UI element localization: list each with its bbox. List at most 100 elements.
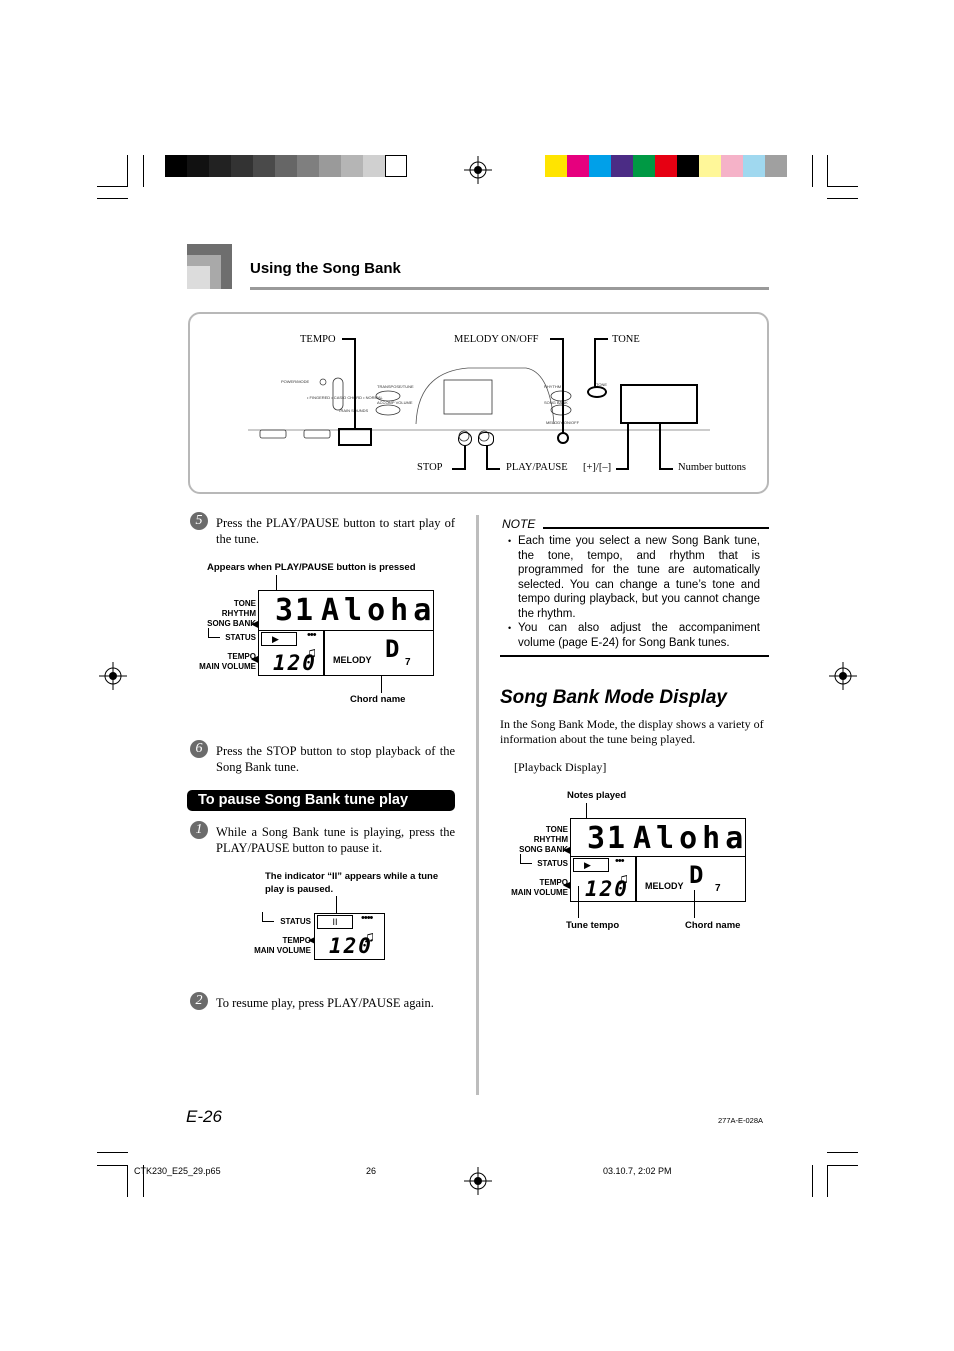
note-rule: [543, 527, 769, 529]
lcd1-top-panel: 31 Aloha Oe: [258, 590, 434, 663]
lcd2-melody: MELODY: [645, 881, 684, 891]
transpose-text: TRANSPOSE/TUNE: [377, 384, 414, 389]
leader-number-h: [659, 468, 673, 470]
lcd-pause-status-box: II: [317, 915, 353, 929]
registration-mark-top: [464, 156, 492, 184]
accomp-text: ACCOMP VOLUME: [377, 400, 413, 405]
note-title: NOTE: [502, 517, 536, 531]
color-swatch: [743, 155, 765, 177]
tone-tiny-text: TONE: [596, 382, 608, 387]
lcd2-tempo-value: 120: [585, 877, 629, 901]
pause-step-2-text: To resume play, press PLAY/PAUSE again.: [216, 996, 434, 1010]
lcd2-beat-dots: •••: [615, 855, 625, 867]
color-swatch: [765, 155, 787, 177]
play-button-highlight: [478, 432, 494, 446]
lcd1-chord-sub: 7: [405, 657, 411, 668]
leader-number: [659, 424, 661, 470]
lcd2-status-box: ▶: [573, 858, 609, 872]
color-swatch: [611, 155, 633, 177]
lcd1-label-tone: TONE: [233, 599, 256, 608]
registration-mark-right: [829, 662, 857, 690]
gray-swatch: [231, 155, 253, 177]
lcd1-bottom-right: MELODY D 7: [324, 630, 434, 676]
label-stop: STOP: [417, 462, 443, 473]
gray-swatch: [297, 155, 319, 177]
footer-file: CTK230_E25_29.p65: [134, 1166, 221, 1176]
step-6-number: 6: [190, 740, 208, 758]
lcd1-status-box: ▶: [261, 632, 297, 646]
lcd1-song-number: 31: [275, 593, 316, 628]
label-play-pause: PLAY/PAUSE: [506, 462, 568, 473]
leader-stop: [464, 446, 466, 470]
gray-swatch: [385, 155, 407, 177]
leader-melody: [562, 338, 564, 434]
color-swatch: [699, 155, 721, 177]
songbank-text: SONG BANK: [544, 400, 568, 405]
lcd2-caption-right: Chord name: [685, 920, 741, 931]
gray-swatch: [319, 155, 341, 177]
lcd-pause-indicator-arrow: ◀: [308, 935, 316, 946]
lcd2-indicator-arrow-2: ◀: [563, 880, 571, 891]
doc-code: 277A-E-028A: [718, 1116, 764, 1125]
color-swatch: [655, 155, 677, 177]
metronome-icon-pause: ♫: [363, 929, 375, 946]
lcd2-bottom-left: ▶ ••• 120 ♫: [570, 855, 636, 902]
color-swatch: [721, 155, 743, 177]
leader-plusminus-h: [616, 468, 629, 470]
lcd-pause-panel: II •••• 120 ♫: [314, 912, 385, 960]
playback-display-label: [Playback Display]: [514, 760, 607, 774]
lcd1-label-tempo: TEMPO: [227, 652, 256, 661]
registration-mark-bottom: [464, 1167, 492, 1195]
number-buttons-highlight: [620, 384, 698, 424]
keyboard-panel-diagram: POWER/MODE • FINGERED • CASIO CHORD • NO…: [188, 312, 769, 494]
leader-melody-h: [550, 338, 564, 340]
label-tempo: TEMPO: [300, 334, 336, 345]
pause-status-bracket-v: [262, 912, 263, 922]
gray-swatch: [253, 155, 275, 177]
lcd2-status-bracket-v: [520, 854, 521, 864]
lcd1-label-rhythm: RHYTHM: [221, 609, 256, 618]
color-swatch: [567, 155, 589, 177]
gray-swatch: [187, 155, 209, 177]
lcd2-label-rhythm: RHYTHM: [533, 835, 568, 844]
lcd2-caption-top: Notes played: [567, 790, 627, 801]
lcd2-bottom-right: MELODY D 7: [636, 856, 746, 902]
lcd2-chord-sub: 7: [715, 883, 721, 894]
lcd-pause-caption: The indicator “II” appears while a tune …: [265, 871, 439, 895]
color-swatch: [589, 155, 611, 177]
step-5-number: 5: [190, 512, 208, 530]
color-swatch: [545, 155, 567, 177]
pause-status-bracket-h: [262, 921, 274, 922]
lcd2-label-tempo: TEMPO: [539, 878, 568, 887]
leader-tone: [594, 338, 596, 388]
lcd1-chord-leader: [381, 676, 382, 693]
lcd-pause-tempo-value: 120: [329, 934, 373, 958]
pause-section-title: To pause Song Bank tune play: [187, 790, 455, 811]
pause-step-1-number: 1: [190, 821, 208, 839]
mode-section-intro: In the Song Bank Mode, the display shows…: [500, 717, 764, 746]
lcd2-chord: D: [689, 861, 706, 889]
lcd-pause-beat-dots: ••••: [361, 912, 373, 924]
color-swatch: [677, 155, 699, 177]
lcd1-caption-top: Appears when PLAY/PAUSE button is presse…: [207, 562, 416, 573]
gray-swatch: [209, 155, 231, 177]
lcd1-caption-bottom: Chord name: [350, 694, 406, 705]
gray-swatch: [165, 155, 187, 177]
lcd1-beat-dots: •••: [307, 629, 317, 641]
panel-drawing: [248, 367, 710, 442]
lcd1-melody: MELODY: [333, 655, 372, 665]
lcd1-label-status: STATUS: [225, 633, 256, 642]
lcd2-tempo-leader: [578, 886, 579, 918]
status-bracket-h: [208, 637, 220, 638]
gray-swatch: [341, 155, 363, 177]
note-box: NOTE Each time you select a new Song Ban…: [500, 515, 769, 657]
rhythm-text: RHYTHM: [544, 384, 562, 389]
column-divider: [476, 515, 479, 1095]
label-melody-on-off: MELODY ON/OFF: [454, 334, 539, 345]
note-item-2: You can also adjust the accompaniment vo…: [508, 621, 760, 650]
lcd-pause-caption-leader: [336, 896, 337, 914]
lcd1-label-main-volume: MAIN VOLUME: [199, 662, 256, 671]
lcd2-top-panel: 31 Aloha Oe: [570, 818, 746, 891]
header-rule: [250, 287, 769, 290]
lcd2-chord-leader: [694, 890, 695, 918]
